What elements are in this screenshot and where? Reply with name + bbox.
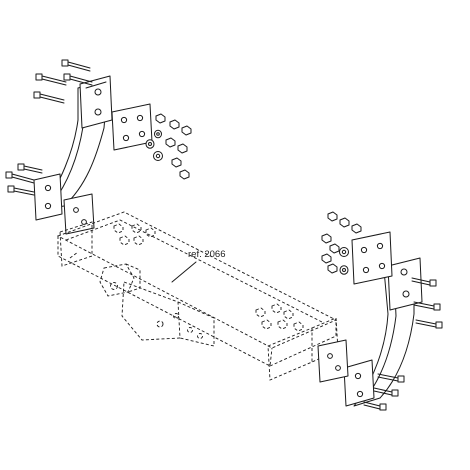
nut	[271, 303, 282, 314]
nut	[327, 263, 338, 274]
nut	[133, 235, 144, 246]
washer-nut-set-right	[321, 211, 362, 275]
nut	[339, 217, 350, 228]
main-cross-beam	[56, 211, 338, 367]
beam-bolt-stack-right	[255, 303, 304, 332]
washer	[339, 265, 349, 275]
nut	[113, 223, 124, 234]
bolt	[413, 301, 441, 311]
bolt-set-lower-left	[5, 163, 43, 196]
nut	[181, 125, 192, 136]
bolt	[5, 171, 35, 184]
left-mounting-bracket	[33, 75, 113, 221]
nut	[321, 233, 332, 244]
nut	[327, 211, 338, 222]
right-mounting-bracket	[343, 257, 423, 407]
beam-right-end-flange	[267, 317, 339, 381]
bolt	[63, 73, 93, 86]
bolt-set-upper-left	[33, 59, 93, 104]
right-lower-spacer-plate	[317, 339, 349, 383]
nut	[255, 307, 266, 318]
bolt	[17, 163, 43, 174]
nut	[119, 235, 130, 246]
beam-bolt-stack-left	[113, 223, 156, 246]
hitch-mounting-plate	[121, 281, 215, 347]
washer	[145, 139, 155, 149]
nut	[171, 157, 182, 168]
nut	[283, 309, 294, 320]
bolt	[7, 185, 35, 196]
bolt	[373, 387, 399, 397]
washer	[339, 247, 349, 257]
nut	[321, 253, 332, 264]
washer	[154, 129, 162, 139]
nut	[329, 243, 340, 254]
nut	[131, 223, 142, 234]
right-clamp-plate	[351, 231, 393, 285]
reference-leader-line	[171, 261, 197, 283]
reference-label: ref. 2066	[188, 249, 226, 260]
nut	[179, 169, 190, 180]
bolt	[415, 319, 443, 329]
nut	[177, 143, 188, 154]
bolt	[33, 91, 65, 104]
beam-left-end-flange	[59, 221, 93, 267]
hitch-hook	[99, 263, 141, 297]
nut	[277, 319, 288, 330]
bolt	[377, 373, 405, 383]
bolt-set-lower-right	[363, 373, 405, 411]
nut	[155, 113, 166, 124]
nut	[261, 319, 272, 330]
nut	[293, 321, 304, 332]
bolt	[61, 59, 91, 72]
reference-callout: ref. 2066	[171, 249, 226, 283]
nut	[351, 223, 362, 234]
bolt	[411, 277, 437, 287]
bolt-set-upper-right	[411, 277, 443, 329]
nut	[169, 119, 180, 130]
washer	[153, 151, 163, 161]
washer-nut-set-left	[145, 113, 192, 180]
nut	[145, 227, 156, 238]
bolt	[363, 401, 387, 411]
bolt	[35, 73, 67, 86]
nut	[165, 137, 176, 148]
